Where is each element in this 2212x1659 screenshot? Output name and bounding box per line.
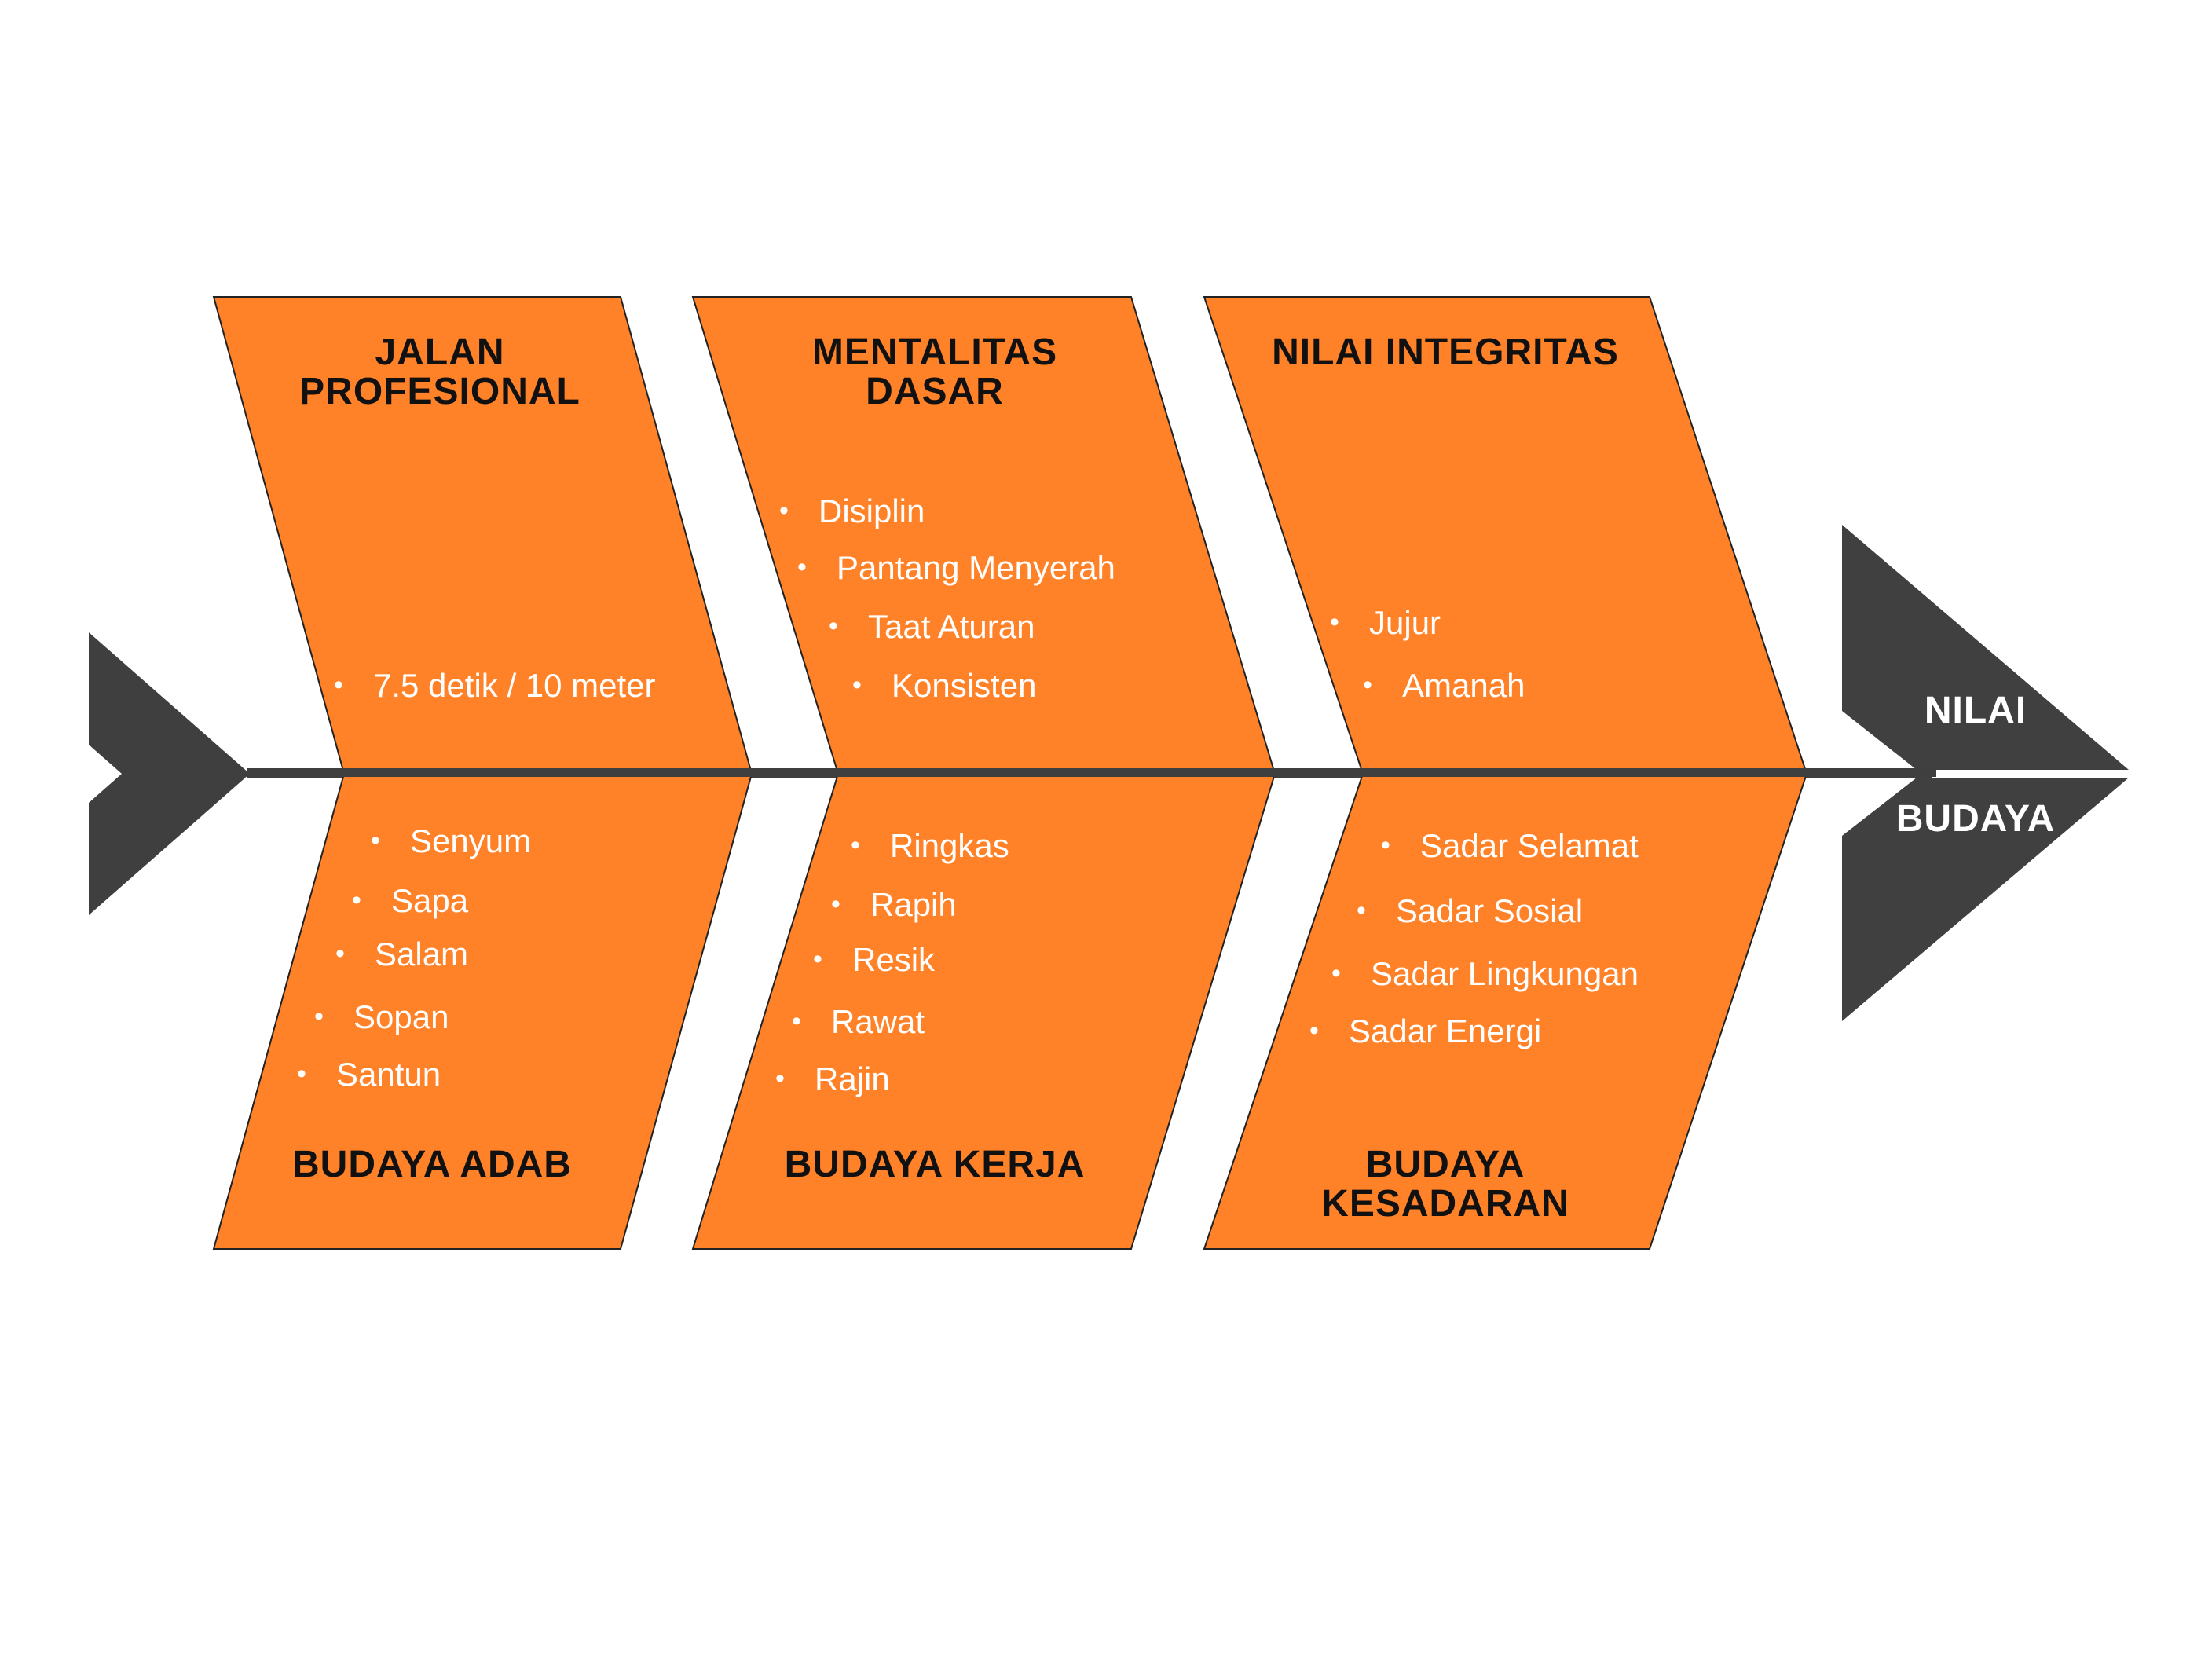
list-item: Sadar Energi <box>1309 1012 1541 1050</box>
list-item: 7.5 detik / 10 meter <box>334 666 656 705</box>
title-budaya-kerja: BUDAYA KERJA <box>784 1144 1086 1185</box>
list-item: Sapa <box>352 881 468 920</box>
title-budaya-kesadaran: BUDAYA KESADARAN <box>1321 1144 1569 1225</box>
list-item: Sopan <box>314 998 449 1036</box>
list-item: Sadar Sosial <box>1357 892 1583 930</box>
list-item: Disiplin <box>779 492 925 530</box>
list-item: Rawat <box>792 1002 925 1041</box>
head-label-budaya: BUDAYA <box>1895 798 2056 840</box>
list-item: Pantang Menyerah <box>797 548 1115 587</box>
fish-head-upper <box>1842 525 2129 770</box>
list-item: Sadar Selamat <box>1381 826 1639 865</box>
title-nilai-integritas: NILAI INTEGRITAS <box>1272 331 1619 373</box>
title-jalan-profesional: JALAN PROFESIONAL <box>299 331 580 412</box>
list-item: Jujur <box>1330 603 1441 642</box>
fish-spine-overlay <box>247 768 1936 777</box>
list-item: Ringkas <box>851 826 1009 865</box>
fish-tail <box>89 632 250 915</box>
list-item: Konsisten <box>852 666 1036 705</box>
list-item: Rapih <box>831 885 957 924</box>
title-budaya-adab: BUDAYA ADAB <box>292 1144 572 1185</box>
list-item: Salam <box>335 935 468 973</box>
title-mentalitas-dasar: MENTALITAS DASAR <box>811 331 1058 412</box>
list-item: Resik <box>813 940 935 979</box>
list-item: Sadar Lingkungan <box>1331 954 1639 993</box>
list-item: Santun <box>297 1055 441 1093</box>
list-item: Taat Aturan <box>829 607 1035 646</box>
fish-head-lower <box>1842 778 2129 1021</box>
head-label-nilai: NILAI <box>1924 690 2027 731</box>
list-item: Rajin <box>775 1060 890 1098</box>
list-item: Senyum <box>371 822 531 860</box>
list-item: Amanah <box>1363 666 1525 705</box>
